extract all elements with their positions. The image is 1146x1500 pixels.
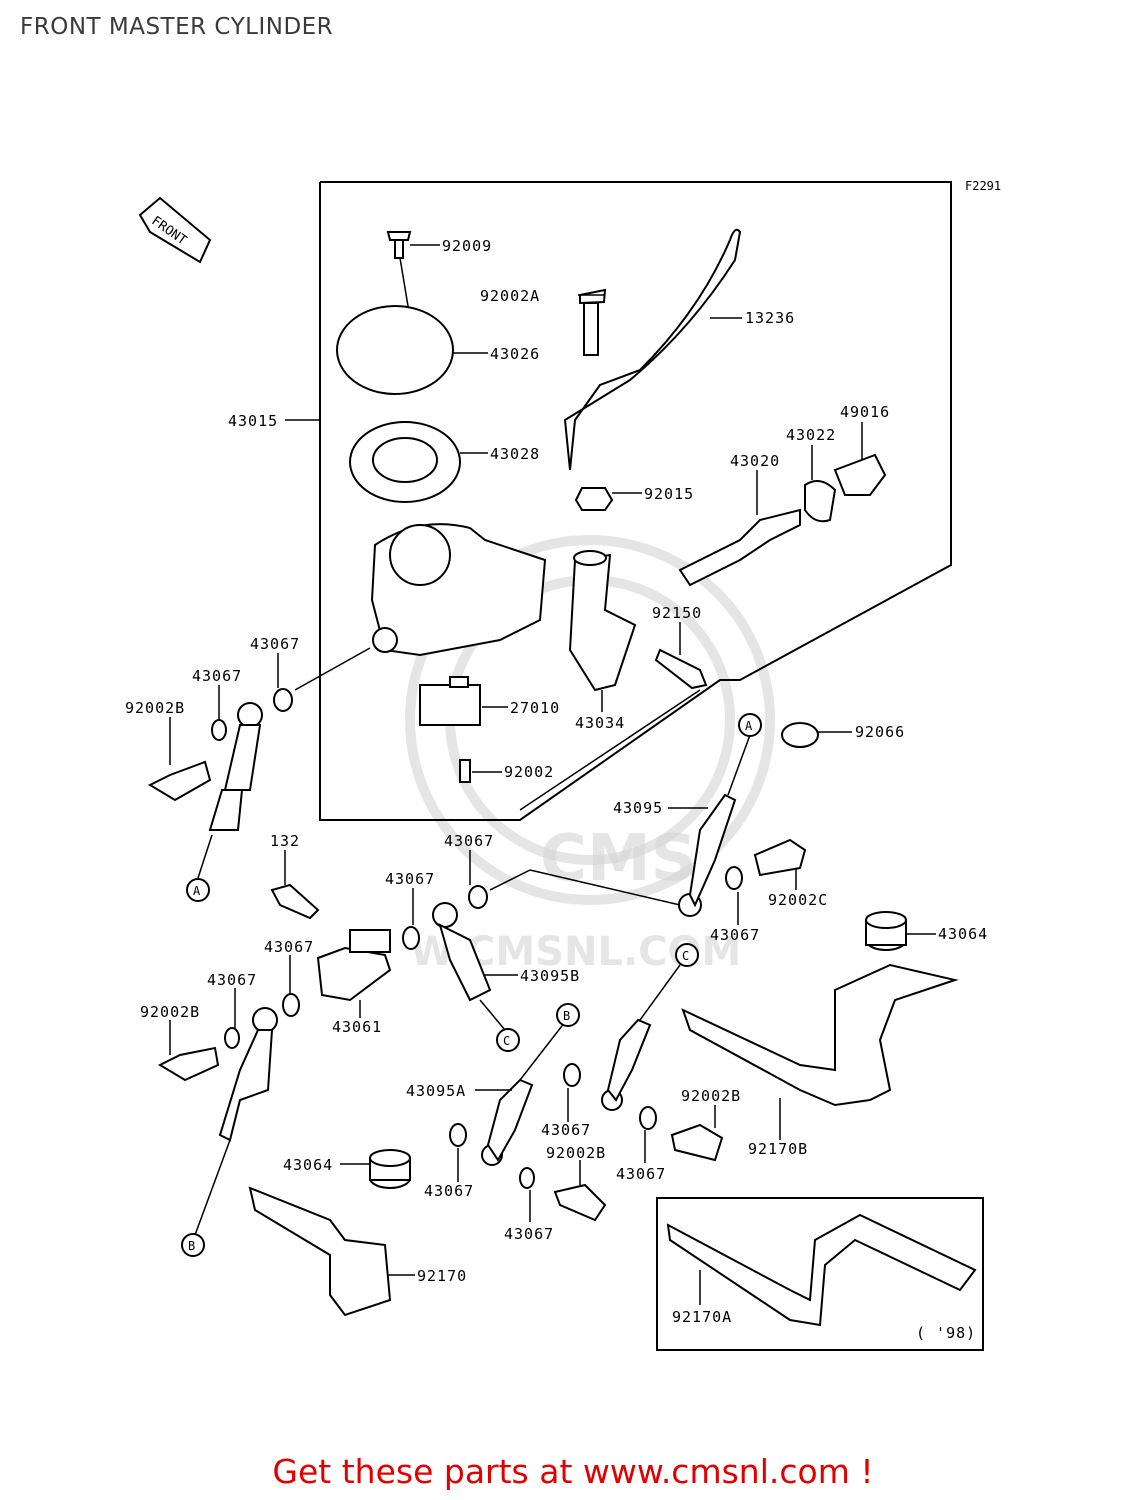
part-label: 43067	[250, 635, 300, 653]
part-label: 92170	[417, 1267, 467, 1285]
part-label: 92002A	[480, 287, 540, 305]
part-label: 43026	[490, 345, 540, 363]
part-label: 43067	[504, 1225, 554, 1243]
part-label: 132	[270, 832, 300, 850]
part-label: 43067	[207, 971, 257, 989]
brake-hose-43095	[678, 793, 737, 917]
callout-a-2: A	[745, 719, 753, 733]
switch-screw	[459, 759, 471, 783]
callout-b-1: B	[563, 1009, 570, 1023]
dust-boot	[833, 453, 887, 496]
brake-hose-b-upper	[432, 902, 492, 1002]
banjo-bolt-92002b-lower	[157, 1046, 220, 1082]
assembly-frame	[319, 181, 952, 821]
part-label: 13236	[745, 309, 795, 327]
bolt-132	[270, 883, 320, 920]
grommet-43064-right	[865, 911, 907, 951]
part-label: 49016	[840, 403, 890, 421]
part-labels: 92009 92002A 13236 43026 43015 43028 490…	[125, 237, 988, 1326]
bracket-bolt	[654, 648, 708, 690]
brake-hose-c-lower	[601, 1018, 652, 1111]
part-label: 92170A	[672, 1308, 732, 1326]
page-title: FRONT MASTER CYLINDER	[20, 14, 334, 40]
part-label: 43064	[938, 925, 988, 943]
part-label: 92002B	[681, 1087, 741, 1105]
brake-switch	[419, 684, 481, 726]
bolt-cap	[781, 722, 819, 748]
part-label: 92002B	[140, 1003, 200, 1021]
part-label: 92150	[652, 604, 702, 622]
part-label: 92002B	[125, 699, 185, 717]
part-label: 43061	[332, 1018, 382, 1036]
banjo-bolt-92002c	[753, 838, 807, 877]
callout-markers	[181, 713, 762, 1257]
watermark-logo: CMS	[540, 822, 697, 896]
part-label: 43034	[575, 714, 625, 732]
part-label: 43095B	[520, 967, 580, 985]
copper-washers	[211, 688, 743, 1189]
clamp-holder	[568, 553, 637, 692]
part-label: 92015	[644, 485, 694, 503]
part-label: 92170B	[748, 1140, 808, 1158]
part-label: 92009	[442, 237, 492, 255]
callout-a-1: A	[193, 884, 201, 898]
callout-c-1: C	[503, 1034, 510, 1048]
leader-lines	[169, 244, 936, 1305]
part-label: 43020	[730, 452, 780, 470]
brake-hose-a	[208, 702, 263, 831]
figure-code: F2291	[965, 179, 1001, 193]
part-label: 92066	[855, 723, 905, 741]
callout-c-2: C	[682, 949, 689, 963]
part-label: 43095A	[406, 1082, 466, 1100]
banjo-bolt-92002b-right	[670, 1123, 724, 1162]
part-label: 43067	[424, 1182, 474, 1200]
get-parts-link[interactable]: Get these parts at www.cmsnl.com !	[272, 1452, 874, 1491]
part-label: 43064	[283, 1156, 333, 1174]
hose-bracket-92170a	[666, 1213, 977, 1327]
part-label: 27010	[510, 699, 560, 717]
banjo-bolt-92002b-upper	[147, 760, 212, 802]
part-label: 43095	[613, 799, 663, 817]
part-label: 43067	[385, 870, 435, 888]
part-label: 43067	[264, 938, 314, 956]
part-label: 43067	[710, 926, 760, 944]
inset-note: ( '98)	[916, 1324, 976, 1342]
brake-hose-43095a	[481, 1078, 534, 1166]
part-label: 92002B	[546, 1144, 606, 1162]
hose-bracket-92170b	[681, 963, 959, 1107]
part-label: 43028	[490, 445, 540, 463]
brake-hose-b-lower	[218, 1007, 278, 1142]
circlip	[804, 480, 837, 523]
reservoir-screw	[386, 231, 412, 259]
part-label: 43067	[444, 832, 494, 850]
part-label: 43067	[616, 1165, 666, 1183]
part-label: 92002C	[768, 891, 828, 909]
part-label: 43067	[541, 1121, 591, 1139]
part-label: 92002	[504, 763, 554, 781]
hose-bracket-92170	[248, 1186, 392, 1317]
part-label: 43015	[228, 412, 278, 430]
part-label: 43067	[192, 667, 242, 685]
inset-box	[656, 1197, 984, 1351]
lever-pivot-bolt	[579, 288, 607, 305]
three-way-joint	[316, 946, 392, 1002]
grommet-43064-left	[369, 1149, 411, 1189]
brake-lever	[563, 228, 742, 471]
piston-assembly	[678, 508, 801, 587]
part-label: 43022	[786, 426, 836, 444]
banjo-bolt-92002b-bottom	[553, 1183, 607, 1222]
lever-nut	[574, 487, 614, 511]
front-arrow-icon: FRONT	[138, 196, 212, 264]
callout-b-2: B	[188, 1239, 195, 1253]
reservoir-cap	[336, 305, 454, 395]
